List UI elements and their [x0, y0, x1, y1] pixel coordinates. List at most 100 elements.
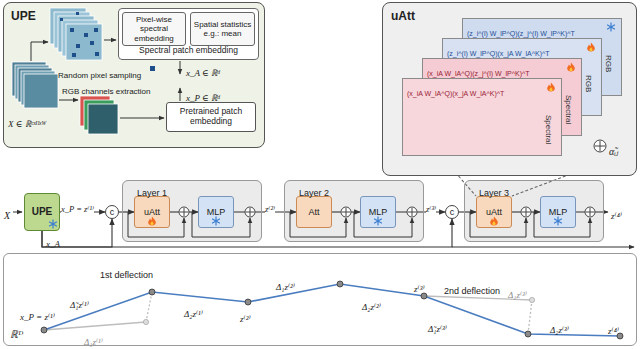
embedding-group: Spectral patch embeddingPixel-wise spect… [118, 8, 259, 60]
text: X [4, 210, 10, 221]
text-holder: UPE [25, 201, 59, 219]
text-holder: α̃ᵢⱼ [609, 141, 618, 159]
text-holder: Δ̃₁z⁽³⁾ [428, 318, 447, 336]
add-circle [407, 207, 417, 217]
process-box: Pixel-wise spectral embedding [122, 12, 186, 46]
text-holder: z⁽³⁾ [414, 278, 425, 296]
text-holder: Δ₂z⁽²⁾ [362, 296, 381, 314]
attention-box: uAtt [476, 196, 512, 228]
add-plus [246, 208, 254, 216]
panel-fill [382, 2, 637, 176]
text: (z_i^(l) W_lP^Q)(x_jA W_lA^K)^T [447, 50, 550, 57]
frozen-icon [606, 22, 616, 32]
text: z⁽²⁾ [265, 204, 275, 214]
text: Δ̃₁z⁽¹⁾ [70, 300, 89, 310]
text: 1st deflection [100, 270, 153, 280]
text-holder: MLP [199, 201, 233, 219]
text-holder: (x_iA W_lA^Q)(x_jA W_lA^K)^T [407, 82, 504, 100]
text: Δ₂z⁽²⁾ [362, 302, 381, 312]
text: uAtt [144, 207, 160, 217]
reference-point [143, 319, 148, 324]
text: z⁽⁴⁾ [608, 326, 619, 336]
hyperspectral-cube [12, 62, 58, 108]
text: Att [308, 207, 319, 217]
text-holder: X [4, 205, 10, 223]
trajectory-point [41, 327, 47, 333]
text: z⁽³⁾ [414, 284, 425, 294]
text: RGB [604, 55, 613, 72]
flow-arrow [13, 212, 22, 213]
rgb-channels [88, 104, 118, 134]
add-circle [245, 207, 255, 217]
text: x_A [46, 239, 60, 249]
text: Δ₁z⁽³⁾ [508, 290, 527, 300]
text-holder: x_P ∈ ℝᵈ [186, 87, 220, 105]
text-holder: Δ₂z⁽¹⁾ [184, 303, 203, 321]
text-holder: UPE [11, 6, 36, 24]
flow-arrow [452, 247, 634, 248]
text: c [450, 208, 455, 217]
flame-symbol [547, 83, 555, 92]
trajectory-reference [44, 292, 532, 334]
text-holder: X ∈ ℝᶜˣᴴˣᵂ [8, 113, 46, 131]
text: x_P ∈ ℝᵈ [186, 91, 220, 104]
text-holder: Δ₂z⁽³⁾ [550, 319, 569, 337]
flame-core [549, 87, 552, 91]
text: RGB channels extraction [62, 87, 151, 96]
text-holder: z⁽⁴⁾ [611, 205, 622, 223]
flame-core [150, 221, 153, 225]
zoom-guide-line [459, 176, 477, 196]
transformer-layer: Layer 3uAttMLP [464, 180, 604, 242]
sampled-pixel [84, 33, 88, 37]
snowflake-symbol [49, 220, 57, 229]
text: Layer 2 [299, 188, 329, 198]
process-box: Pretrained patch embedding [166, 102, 256, 132]
text-holder: ℝᴰ [10, 324, 23, 342]
text: Spectral [564, 95, 573, 124]
text: Δ₁z⁽²⁾ [276, 282, 295, 292]
text-holder: Δ̃₁z⁽¹⁾ [70, 294, 89, 312]
text: Δ₂z⁽³⁾ [550, 325, 569, 335]
frozen-icon [553, 216, 563, 226]
trajectory-point [41, 281, 623, 339]
text: Δ₂z⁽¹⁾ [184, 309, 203, 319]
text-holder: uAtt [135, 201, 169, 219]
text: RGB [584, 75, 593, 92]
text-holder: x_P = z⁽¹⁾ [61, 198, 94, 216]
flow-arrow [180, 88, 181, 101]
flow-arrow [59, 100, 78, 101]
panel-fill [464, 180, 604, 242]
flame-symbol [490, 217, 498, 226]
text-holder: Δ₁z⁽¹⁾ [84, 331, 103, 349]
mlp-box: MLP [540, 196, 576, 228]
text: Spectral [544, 115, 553, 144]
trainable-icon [147, 216, 157, 226]
text: uAtt [486, 207, 502, 217]
trajectory [44, 284, 620, 336]
connector-arrow [396, 211, 445, 212]
text: MLP [549, 207, 568, 217]
text: Pretrained patch embedding [169, 107, 253, 127]
sampled-pixel [90, 41, 94, 45]
trajectory-point [149, 289, 155, 295]
module-panel: uAtt(z_i^(l) W_lP^Q)(z_j^(l) W_lP^K)^TRG… [382, 2, 637, 176]
add-circle [594, 140, 606, 152]
trainable-icon [489, 216, 499, 226]
text-holder: z⁽³⁾ [426, 198, 436, 216]
text-holder: MLP [361, 201, 395, 219]
text-holder: RGB [602, 55, 620, 72]
trainable-icon [566, 62, 576, 72]
trajectory-reference [528, 300, 532, 334]
add-circle [585, 207, 595, 217]
text-holder: z⁽²⁾ [240, 308, 251, 326]
sampled-pixel [70, 28, 74, 32]
add-plus [342, 208, 350, 216]
text-holder: MLP [541, 201, 575, 219]
flow-arrow [180, 61, 181, 74]
text-holder: uAtt [391, 6, 415, 24]
add-circle [521, 207, 531, 217]
concat-circle: c [445, 205, 459, 219]
attention-box: uAtt [134, 196, 170, 228]
